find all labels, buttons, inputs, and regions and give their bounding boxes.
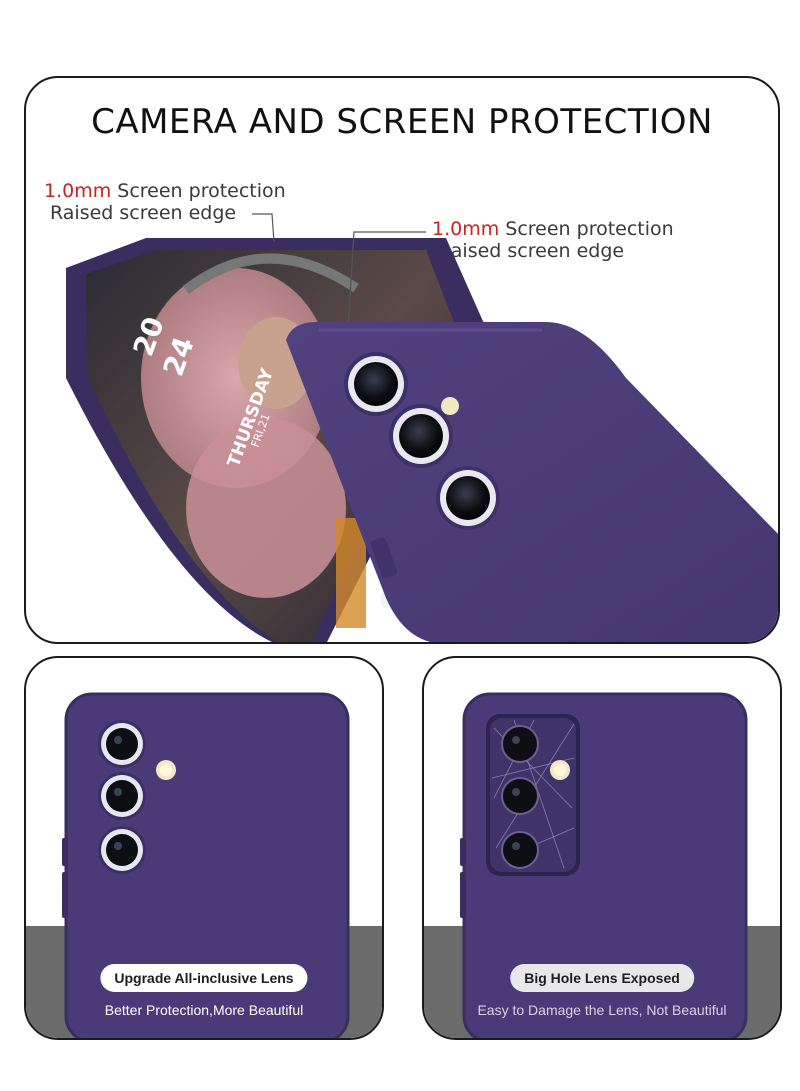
callout-left-text: Screen protection bbox=[111, 180, 286, 202]
camera-lens-icon bbox=[446, 476, 490, 520]
back-phone bbox=[286, 322, 778, 642]
card-all-inclusive-lens: Upgrade All-inclusive Lens Better Protec… bbox=[24, 656, 384, 1040]
camera-lens-icon bbox=[106, 728, 138, 760]
camera-lens-icon bbox=[106, 834, 138, 866]
top-panel: CAMERA AND SCREEN PROTECTION 1.0mm Scree… bbox=[24, 76, 780, 644]
phone-illustration: Goo 20 24 THURSDAY FRI,21 bbox=[66, 213, 778, 642]
camera-lens-icon bbox=[501, 777, 539, 815]
camera-lens-icon bbox=[354, 362, 398, 406]
camera-lens-icon bbox=[501, 725, 539, 763]
camera-module bbox=[98, 720, 176, 874]
card-big-hole-lens: Big Hole Lens Exposed Easy to Damage the… bbox=[422, 656, 782, 1040]
camera-lens-icon bbox=[501, 831, 539, 869]
phone-back-closeup bbox=[62, 692, 350, 1038]
page-title: CAMERA AND SCREEN PROTECTION bbox=[91, 102, 713, 142]
callout-left-line2: Raised screen edge bbox=[50, 202, 237, 224]
flash-icon bbox=[441, 397, 459, 415]
callout-right-line2: Raised screen edge bbox=[438, 240, 625, 262]
camera-lens-icon bbox=[399, 414, 443, 458]
callout-right-measure: 1.0mm bbox=[432, 218, 500, 240]
camera-lens-icon bbox=[106, 780, 138, 812]
lens-feature-subtitle: Easy to Damage the Lens, Not Beautiful bbox=[477, 1002, 727, 1018]
callout-right: 1.0mm Screen protection Raised screen ed… bbox=[432, 218, 674, 262]
callout-left: 1.0mm Screen protection Raised screen ed… bbox=[44, 180, 286, 224]
lens-feature-label: Big Hole Lens Exposed bbox=[510, 964, 694, 992]
lens-feature-subtitle: Better Protection,More Beautiful bbox=[104, 1002, 304, 1018]
camera-cutout bbox=[486, 714, 580, 876]
callout-left-measure: 1.0mm bbox=[44, 180, 112, 202]
lens-feature-label: Upgrade All-inclusive Lens bbox=[100, 964, 308, 992]
callout-right-text: Screen protection bbox=[499, 218, 674, 240]
camera-module bbox=[344, 352, 500, 530]
phone-back-closeup bbox=[460, 692, 748, 1038]
